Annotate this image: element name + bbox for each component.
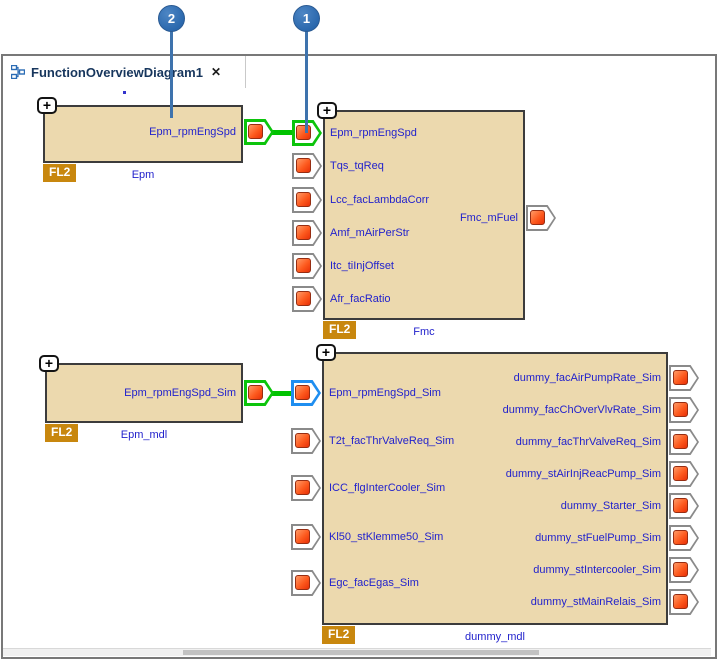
tab-title: FunctionOverviewDiagram1 — [31, 64, 203, 80]
input-port-Itc_tiInjOffset[interactable] — [292, 253, 322, 279]
port-square-icon — [248, 385, 263, 400]
block-name-fmc: Fmc — [413, 326, 435, 338]
port-square-icon — [296, 291, 311, 306]
output-port-label: dummy_facAirPumpRate_Sim — [513, 372, 661, 384]
block-epm_mdl[interactable] — [45, 363, 243, 423]
port-square-icon — [673, 498, 688, 513]
output-port-label: dummy_Starter_Sim — [560, 500, 661, 512]
port-square-icon — [673, 562, 688, 577]
output-port-dummy_stMainRelais_Sim[interactable] — [669, 589, 699, 615]
block-name-epm_mdl: Epm_mdl — [120, 429, 168, 441]
output-port-Fmc_mFuel[interactable] — [526, 205, 556, 231]
tab-close-icon[interactable]: ✕ — [210, 65, 222, 79]
input-port-T2t_facThrValveReq_Sim[interactable] — [291, 428, 321, 454]
input-port-label: Epm_rpmEngSpd — [330, 127, 417, 139]
input-port-Afr_facRatio[interactable] — [292, 286, 322, 312]
input-port-Kl50_stKlemme50_Sim[interactable] — [291, 524, 321, 550]
output-port-Epm_rpmEngSpd[interactable] — [244, 119, 274, 145]
input-port-label: Epm_rpmEngSpd_Sim — [329, 387, 441, 399]
output-port-label: dummy_facThrValveReq_Sim — [515, 436, 661, 448]
output-port-Epm_rpmEngSpd_Sim[interactable] — [244, 380, 274, 406]
port-square-icon — [530, 210, 545, 225]
port-square-icon — [295, 480, 310, 495]
block-fmc[interactable] — [323, 110, 525, 320]
expand-plus-button-epm_mdl[interactable]: + — [39, 355, 59, 372]
output-port-dummy_facThrValveReq_Sim[interactable] — [669, 429, 699, 455]
callout-1-stem — [305, 30, 308, 133]
expand-plus-button-fmc[interactable]: + — [317, 102, 337, 119]
input-port-ICC_flgInterCooler_Sim[interactable] — [291, 475, 321, 501]
port-square-icon — [296, 258, 311, 273]
port-square-icon — [296, 192, 311, 207]
output-port-label: Epm_rpmEngSpd — [149, 126, 236, 138]
input-port-label: Egc_facEgas_Sim — [329, 577, 419, 589]
port-square-icon — [295, 385, 310, 400]
output-port-label: dummy_stIntercooler_Sim — [533, 564, 661, 576]
port-square-icon — [296, 225, 311, 240]
tab-function-overview-diagram[interactable]: FunctionOverviewDiagram1 ✕ — [3, 56, 246, 88]
output-port-dummy_Starter_Sim[interactable] — [669, 493, 699, 519]
horizontal-scrollbar-thumb[interactable] — [183, 650, 539, 655]
block-name-dummy_mdl: dummy_mdl — [465, 631, 525, 643]
input-port-Lcc_facLambdaCorr[interactable] — [292, 187, 322, 213]
port-square-icon — [673, 402, 688, 417]
type-badge-dummy_mdl: FL2 — [322, 626, 356, 644]
input-port-label: Kl50_stKlemme50_Sim — [329, 531, 444, 543]
port-square-icon — [295, 433, 310, 448]
expand-plus-button-epm[interactable]: + — [37, 97, 57, 114]
type-badge-fmc: FL2 — [323, 321, 357, 339]
input-port-label: Itc_tiInjOffset — [330, 260, 394, 272]
port-square-icon — [296, 125, 311, 140]
input-port-label: Tqs_tqReq — [330, 160, 384, 172]
port-square-icon — [295, 575, 310, 590]
input-port-Epm_rpmEngSpd_Sim[interactable] — [291, 380, 321, 406]
input-port-label: Lcc_facLambdaCorr — [330, 194, 430, 206]
port-square-icon — [673, 434, 688, 449]
output-port-label: Epm_rpmEngSpd_Sim — [124, 387, 236, 399]
callout-2-stem — [170, 30, 173, 118]
output-port-label: dummy_stAirInjReacPump_Sim — [505, 468, 661, 480]
callout-2-balloon: 2 — [158, 5, 185, 32]
input-port-label: T2t_facThrValveReq_Sim — [329, 435, 455, 447]
output-port-dummy_stIntercooler_Sim[interactable] — [669, 557, 699, 583]
output-port-dummy_facAirPumpRate_Sim[interactable] — [669, 365, 699, 391]
port-square-icon — [295, 529, 310, 544]
port-square-icon — [673, 594, 688, 609]
tabbar-underline — [3, 88, 711, 89]
expand-plus-button-dummy_mdl[interactable]: + — [316, 344, 336, 361]
port-square-icon — [673, 530, 688, 545]
input-port-label: Afr_facRatio — [330, 293, 391, 305]
horizontal-scrollbar[interactable] — [3, 648, 711, 656]
input-port-label: Amf_mAirPerStr — [330, 227, 410, 239]
output-port-label: Fmc_mFuel — [459, 212, 518, 224]
type-badge-epm_mdl: FL2 — [45, 424, 79, 442]
stray-dot — [123, 91, 126, 94]
block-dummy_mdl[interactable] — [322, 352, 668, 625]
port-square-icon — [248, 124, 263, 139]
type-badge-epm: FL2 — [43, 164, 77, 182]
port-square-icon — [673, 466, 688, 481]
diagram-icon — [11, 65, 25, 79]
output-port-dummy_facChOverVlvRate_Sim[interactable] — [669, 397, 699, 423]
block-epm[interactable] — [43, 105, 243, 163]
block-name-epm: Epm — [131, 169, 155, 181]
port-square-icon — [673, 370, 688, 385]
output-port-label: dummy_stMainRelais_Sim — [530, 596, 661, 608]
input-port-label: ICC_flgInterCooler_Sim — [329, 482, 446, 494]
output-port-label: dummy_facChOverVlvRate_Sim — [502, 404, 661, 416]
port-square-icon — [296, 158, 311, 173]
input-port-Amf_mAirPerStr[interactable] — [292, 220, 322, 246]
output-port-dummy_stFuelPump_Sim[interactable] — [669, 525, 699, 551]
output-port-dummy_stAirInjReacPump_Sim[interactable] — [669, 461, 699, 487]
input-port-Egc_facEgas_Sim[interactable] — [291, 570, 321, 596]
connection-line-1[interactable] — [268, 391, 296, 396]
connection-line-0[interactable] — [268, 130, 296, 135]
input-port-Tqs_tqReq[interactable] — [292, 153, 322, 179]
callout-1-balloon: 1 — [293, 5, 320, 32]
output-port-label: dummy_stFuelPump_Sim — [535, 532, 661, 544]
